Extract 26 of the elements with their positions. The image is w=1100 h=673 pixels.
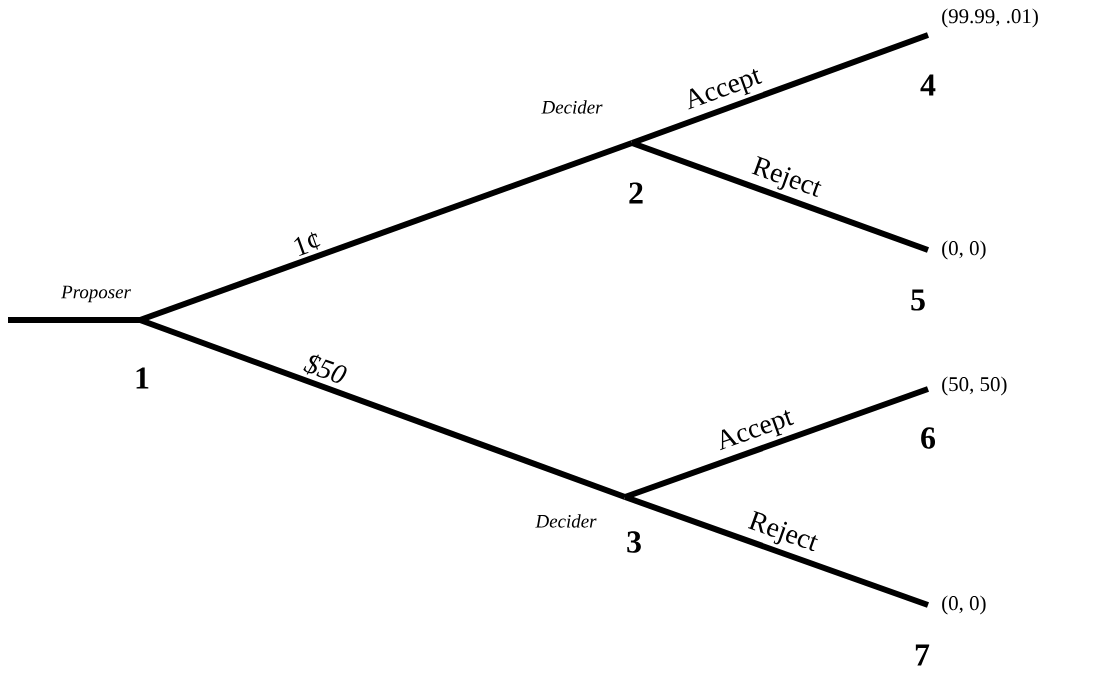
edge-label: Reject xyxy=(751,156,822,197)
node-number: 5 xyxy=(911,289,925,311)
node-number: 2 xyxy=(629,182,643,204)
edge-label: Accept xyxy=(688,68,763,110)
payoff-label: (0, 0) xyxy=(942,240,986,260)
node-number: 1 xyxy=(136,367,149,389)
node-number: 4 xyxy=(920,74,936,96)
edge-label: Accept xyxy=(720,410,795,451)
edge-label: 1¢ xyxy=(294,232,321,257)
edge-label: $50 xyxy=(303,354,347,383)
branch-line xyxy=(624,494,929,608)
payoff-label: (99.99, .01) xyxy=(942,8,1038,28)
node-number: 6 xyxy=(921,427,936,449)
branch-line xyxy=(624,386,929,500)
player-label: Decider xyxy=(535,514,597,528)
branch-line xyxy=(630,140,930,253)
edge-label: Reject xyxy=(747,510,818,552)
player-label: Proposer xyxy=(61,285,131,303)
payoff-label: (50, 50) xyxy=(942,376,1007,396)
player-label: Decider xyxy=(541,100,603,114)
branch-line xyxy=(139,317,627,500)
branch-line xyxy=(630,32,930,146)
payoff-label: (0, 0) xyxy=(942,595,986,615)
node-number: 7 xyxy=(915,644,930,666)
branch-line xyxy=(139,140,633,323)
node-number: 3 xyxy=(627,531,641,553)
